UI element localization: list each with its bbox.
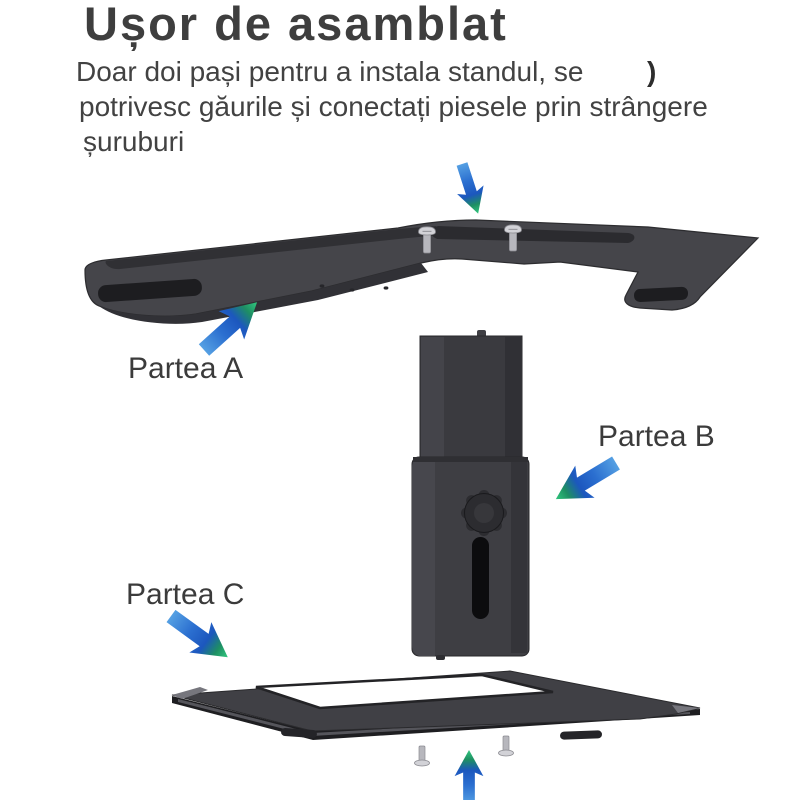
screw-hole [349, 288, 355, 292]
base-foot [281, 728, 317, 738]
column-inner-right-face [505, 337, 521, 458]
part-a-front-edge [99, 263, 428, 324]
base-opening [255, 673, 554, 710]
part-c-label: Partea C [126, 578, 245, 611]
description-line-3: șuruburi [83, 126, 185, 157]
part-a-label: Partea A [128, 352, 244, 385]
cropped-text-fragment: ) [647, 56, 657, 87]
column-inner-left-face [421, 337, 444, 458]
arrow-up-icon [454, 750, 484, 800]
part-b-label: Partea B [598, 420, 715, 453]
base-edge-highlight [178, 699, 690, 736]
adjustment-knob [461, 490, 507, 536]
part-a-top-bracket [84, 219, 760, 324]
base-right-chamfer [672, 705, 700, 713]
part-a-left-slot [98, 278, 202, 303]
sleeve-left-face [412, 457, 435, 656]
screw [498, 735, 514, 757]
sleeve-right-face [511, 459, 527, 653]
base-foot [560, 730, 602, 740]
description-line-2: potrivesc găurile și conectați piesele p… [79, 91, 708, 122]
adjustment-slot [472, 537, 489, 619]
base-left-chamfer [172, 687, 208, 699]
description-text: Doar doi pași pentru a instala standul, … [76, 54, 708, 159]
screw [414, 745, 430, 767]
part-a-right-slot [634, 286, 689, 303]
screw-hole [383, 286, 389, 290]
arrow-down-icon [448, 159, 492, 218]
description-line-1: Doar doi pași pentru a instala standul, … [76, 56, 584, 87]
screw-hole [319, 284, 325, 288]
sleeve-seam [413, 457, 528, 462]
part-c-base [171, 670, 701, 740]
sleeve-bottom-nub [436, 655, 445, 660]
part-a-channel [431, 226, 635, 243]
arrow-down-left-icon [546, 446, 626, 516]
page-title: Ușor de asamblat [84, 0, 508, 50]
part-a-arm-rim [105, 226, 440, 270]
part-b-column [411, 330, 530, 660]
